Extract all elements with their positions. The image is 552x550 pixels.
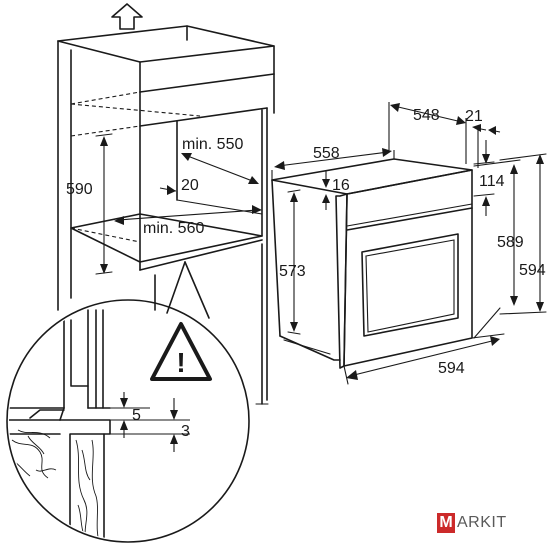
detail-section bbox=[9, 309, 190, 540]
dim-558 bbox=[271, 148, 395, 180]
dim-590 bbox=[95, 133, 113, 275]
label-548: 548 bbox=[413, 107, 440, 124]
dim-548 bbox=[388, 102, 467, 164]
brand-rest: ARKIT bbox=[457, 514, 507, 531]
label-21: 21 bbox=[465, 108, 483, 125]
label-min-550: min. 550 bbox=[182, 136, 243, 153]
label-3: 3 bbox=[181, 423, 190, 440]
dim-20 bbox=[159, 185, 178, 198]
dim-21 bbox=[472, 124, 501, 168]
up-arrow-icon bbox=[111, 3, 143, 30]
label-16: 16 bbox=[332, 177, 350, 194]
brand-initial: M bbox=[437, 513, 455, 533]
warning-icon: ! bbox=[150, 322, 212, 381]
label-590: 590 bbox=[66, 181, 93, 198]
cabinet-housing bbox=[57, 25, 275, 405]
label-573: 573 bbox=[279, 263, 306, 280]
dim-min-560 bbox=[114, 205, 262, 225]
brand-logo: M ARKIT bbox=[437, 512, 507, 534]
label-589: 589 bbox=[497, 234, 524, 251]
label-594-height: 594 bbox=[519, 262, 546, 279]
dim-114 bbox=[473, 140, 495, 216]
label-558: 558 bbox=[313, 145, 340, 162]
dim-589 bbox=[473, 159, 521, 339]
detail-callout bbox=[6, 261, 250, 543]
dim-594-height bbox=[499, 153, 547, 315]
label-20: 20 bbox=[181, 177, 199, 194]
label-594-width: 594 bbox=[438, 360, 465, 377]
label-114: 114 bbox=[479, 173, 505, 190]
dim-min-550 bbox=[181, 153, 259, 184]
svg-text:!: ! bbox=[176, 347, 185, 378]
dim-16 bbox=[322, 170, 330, 210]
dim-594-width bbox=[343, 333, 505, 385]
label-5: 5 bbox=[132, 407, 141, 424]
label-min-560: min. 560 bbox=[143, 220, 204, 237]
dim-573 bbox=[287, 189, 301, 335]
